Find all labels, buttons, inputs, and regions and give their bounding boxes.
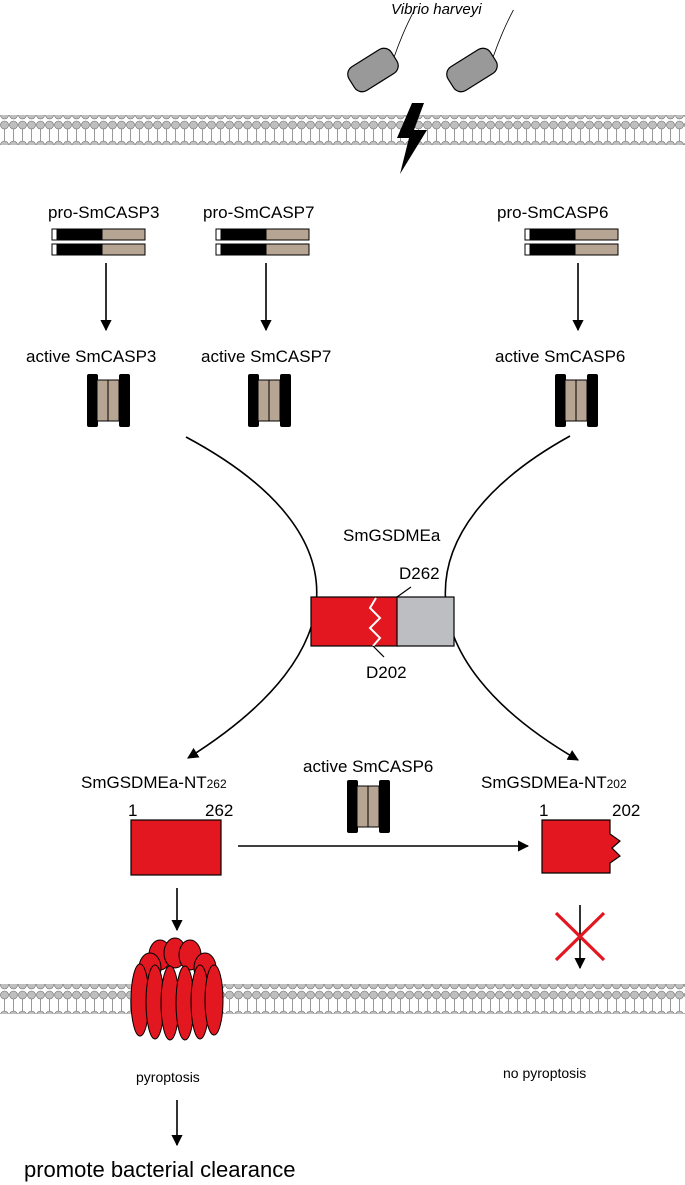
active-caspase6-label: active SmCASP6 [495, 347, 626, 366]
bottom-membrane [0, 984, 685, 1014]
active-caspase3-label: active SmCASP3 [26, 347, 157, 366]
fragment-202-subscript: 202 [606, 777, 627, 791]
active-caspase6-icon [554, 373, 599, 428]
bacterium-icon [347, 9, 415, 93]
lightning-icon [397, 103, 427, 174]
fragment-262-box [130, 819, 222, 876]
fragment-202-end: 202 [612, 801, 641, 820]
cleavage-arrow-d202 [444, 435, 579, 761]
cleavage-arrow-d262 [185, 436, 318, 759]
site-d202-label: D202 [366, 663, 407, 682]
fragment-202-label: SmGSDMEa-NT202 [481, 774, 627, 791]
pro-caspase3-label: pro-SmCASP3 [48, 203, 160, 222]
site-d262-label: D262 [399, 564, 440, 583]
pyroptosis-label: pyroptosis [136, 1069, 200, 1085]
pro-caspase7-icon [215, 228, 310, 256]
top-membrane [0, 115, 685, 145]
final-outcome-label: promote bacterial clearance [24, 1157, 296, 1182]
fragment-262-name: SmGSDMEa-NT [81, 773, 207, 792]
active-caspase7-label: active SmCASP7 [201, 347, 332, 366]
fragment-262-label: SmGSDMEa-NT262 [81, 774, 227, 791]
fragment-262-end: 262 [205, 801, 234, 820]
no-pyroptosis-label: no pyroptosis [503, 1065, 587, 1081]
active-caspase7-icon [247, 373, 292, 428]
active-caspase3-icon [86, 373, 131, 428]
smgsdmea-protein [310, 586, 455, 658]
fragment-202-name: SmGSDMEa-NT [481, 773, 607, 792]
pro-caspase7-label: pro-SmCASP7 [203, 203, 315, 222]
pro-caspase6-label: pro-SmCASP6 [497, 203, 609, 222]
fragment-202-start: 1 [539, 801, 549, 820]
gsdme-pore-icon [130, 937, 224, 1041]
middle-enzyme-label: active SmCASP6 [303, 757, 434, 776]
pro-caspase3-icon [51, 228, 146, 256]
pro-caspase6-icon [524, 228, 619, 256]
bacterium-icon [446, 9, 514, 93]
fragment-202-box [541, 819, 621, 874]
fragment-262-subscript: 262 [206, 777, 227, 791]
blocked-arrow [554, 905, 606, 970]
substrate-label: SmGSDMEa [343, 526, 441, 545]
fragment-262-start: 1 [128, 801, 138, 820]
bacterium-label: Vibrio harveyi [391, 1, 482, 18]
middle-active-caspase6-icon [346, 779, 391, 834]
